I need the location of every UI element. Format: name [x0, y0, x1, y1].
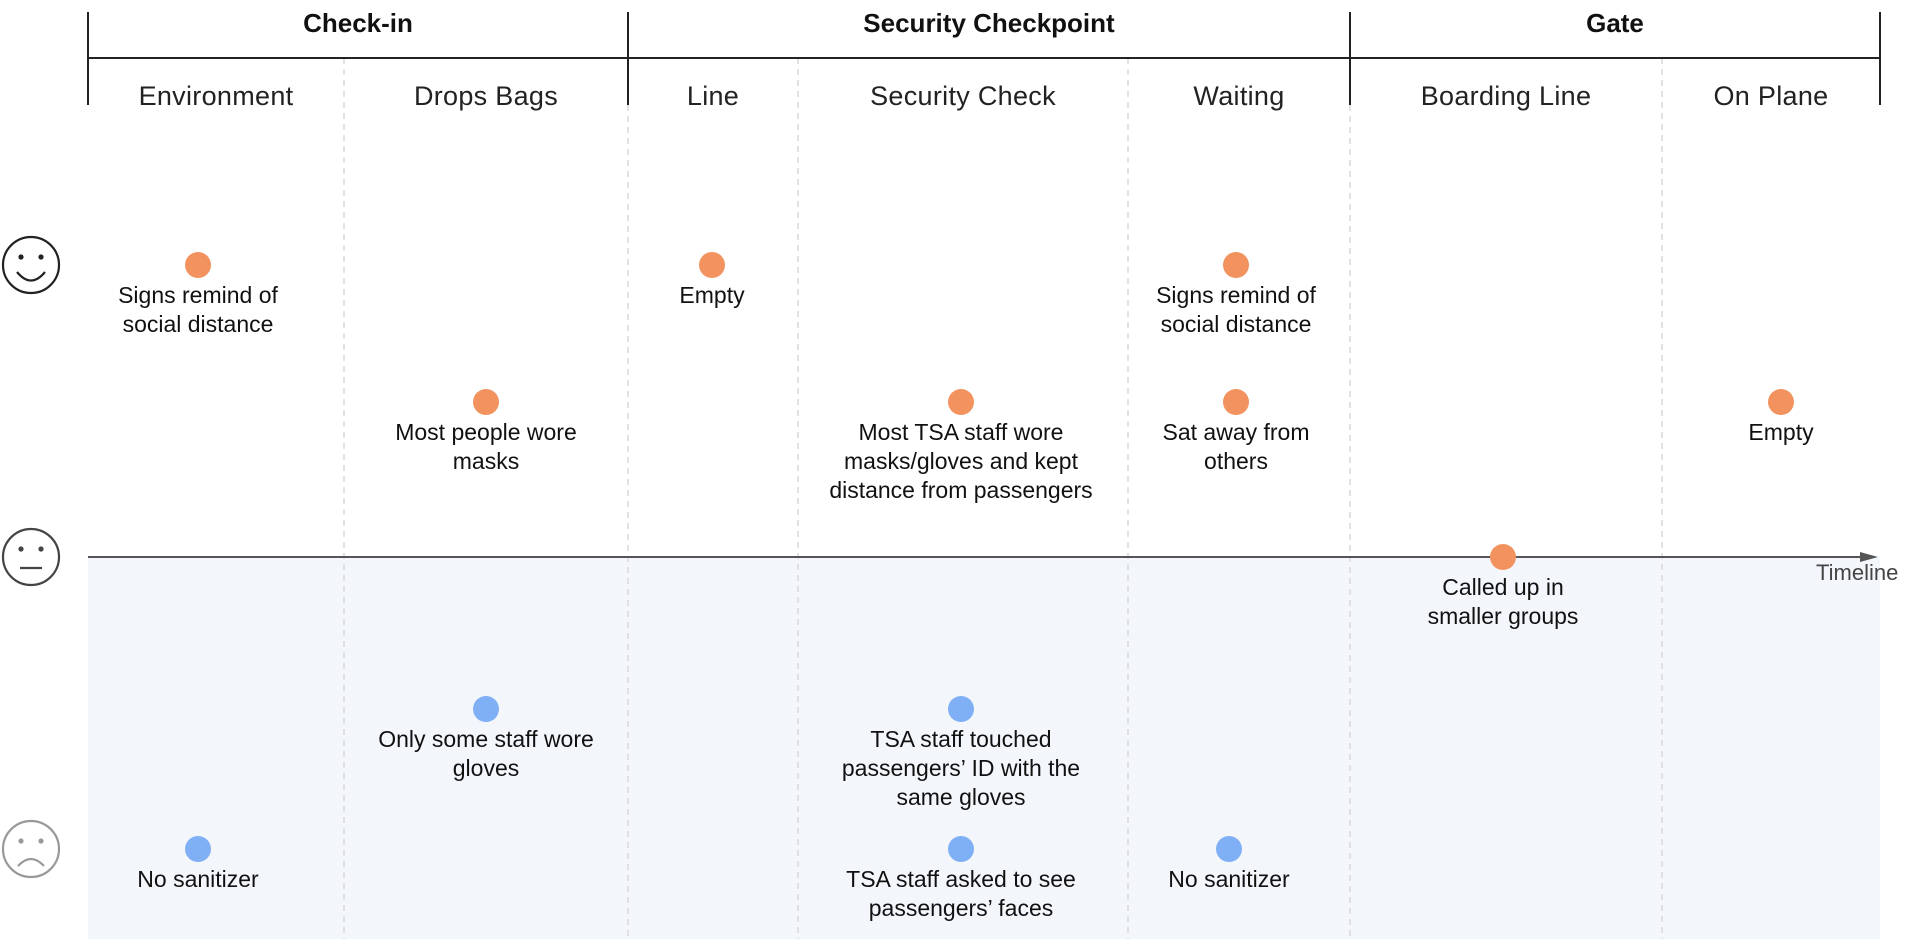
phase-brackets [87, 12, 1881, 105]
observation-note: Signs remind of social distance [118, 282, 278, 337]
observation-note: Called up in smaller groups [1427, 574, 1579, 629]
positive-observation-dot [1223, 389, 1249, 415]
observation-dots [185, 252, 1794, 862]
stage-on-plane: On Plane [1713, 81, 1829, 111]
observation-note: Empty [1748, 419, 1814, 445]
positive-observation-dot [185, 252, 211, 278]
timeline-arrow-icon [1860, 552, 1878, 562]
observation-note: No sanitizer [1168, 866, 1290, 892]
phase-check-in: Check-in [303, 8, 413, 38]
stage-security-check: Security Check [870, 81, 1056, 111]
timeline-axis [88, 552, 1878, 562]
phase-gate: Gate [1586, 8, 1644, 38]
stage-environment: Environment [138, 81, 294, 111]
negative-observation-dot [185, 836, 211, 862]
observation-note: Empty [679, 282, 745, 308]
negative-observation-dot [1216, 836, 1242, 862]
sad-face-icon [1, 819, 61, 879]
observation-note: Most people wore masks [395, 419, 577, 474]
positive-observation-dot [948, 389, 974, 415]
negative-zone [88, 557, 1880, 939]
stage-waiting: Waiting [1193, 81, 1285, 111]
positive-observation-dot [1768, 389, 1794, 415]
stage-boarding-line: Boarding Line [1420, 81, 1592, 111]
stage-line: Line [686, 81, 740, 111]
positive-observation-dot [473, 389, 499, 415]
observation-note: Sat away from others [1162, 419, 1310, 474]
observation-note: Signs remind of social distance [1156, 282, 1316, 337]
negative-observation-dot [948, 696, 974, 722]
negative-observation-dot [948, 836, 974, 862]
observation-note: Most TSA staff wore masks/gloves and kep… [829, 419, 1093, 503]
positive-observation-dot [699, 252, 725, 278]
observation-note: TSA staff asked to see passengers’ faces [846, 866, 1076, 921]
sentiment-scale [1, 235, 61, 879]
positive-observation-dot [1223, 252, 1249, 278]
happy-face-icon [1, 235, 61, 295]
observation-note: TSA staff touched passengers’ ID with th… [841, 726, 1081, 810]
stage-drops-bags: Drops Bags [413, 81, 559, 111]
neutral-observation-dot [1490, 544, 1516, 570]
negative-observation-dot [473, 696, 499, 722]
observation-note: Only some staff wore gloves [378, 726, 594, 781]
timeline-axis-label: Timeline [1816, 560, 1899, 585]
observation-note: No sanitizer [137, 866, 259, 892]
phase-security-checkpoint: Security Checkpoint [863, 8, 1115, 38]
stage-dividers [343, 58, 1663, 939]
neutral-face-icon [1, 527, 61, 587]
